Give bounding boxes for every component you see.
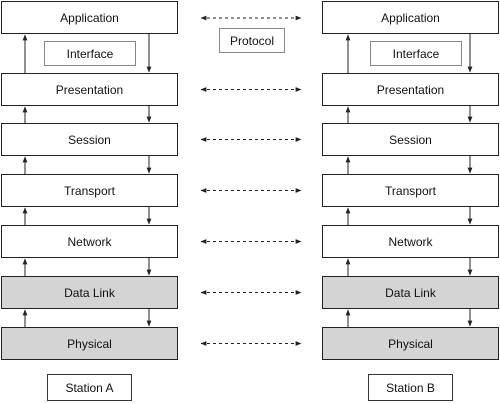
layer-label: Session	[389, 132, 432, 147]
layer-label: Application	[60, 10, 119, 25]
layer-label: Presentation	[376, 82, 445, 97]
protocol-label: Protocol	[229, 33, 275, 48]
station-b-layer-data-link: Data Link	[322, 276, 499, 309]
interface-label: Interface	[392, 46, 440, 61]
station-a-layer-application: Application	[1, 1, 178, 34]
protocol-box: Protocol	[219, 28, 285, 53]
station-b-layer-session: Session	[322, 123, 499, 156]
station-a-interface-box: Interface	[44, 41, 136, 66]
station-a-layer-network: Network	[1, 225, 178, 258]
layer-label: Data Link	[385, 285, 436, 300]
station-a-layer-data-link: Data Link	[1, 276, 178, 309]
station-b-layer-physical: Physical	[322, 327, 499, 360]
layer-label: Network	[67, 234, 112, 249]
station-b-layer-transport: Transport	[322, 174, 499, 207]
layer-label: Data Link	[64, 285, 115, 300]
layer-label: Physical	[388, 336, 433, 351]
station-a-layer-transport: Transport	[1, 174, 178, 207]
station-b-layer-application: Application	[322, 1, 499, 34]
station-label: Station A	[65, 380, 114, 395]
station-a-box: Station A	[47, 374, 132, 401]
interface-label: Interface	[66, 46, 114, 61]
station-a-layer-session: Session	[1, 123, 178, 156]
station-b-layer-presentation: Presentation	[322, 73, 499, 106]
layer-label: Presentation	[55, 82, 124, 97]
layer-label: Network	[388, 234, 433, 249]
station-a-layer-physical: Physical	[1, 327, 178, 360]
layer-label: Application	[381, 10, 440, 25]
station-b-box: Station B	[368, 374, 453, 401]
station-a-layer-presentation: Presentation	[1, 73, 178, 106]
layer-label: Physical	[67, 336, 112, 351]
layer-label: Transport	[64, 183, 115, 198]
layer-label: Session	[68, 132, 111, 147]
layer-label: Transport	[385, 183, 436, 198]
station-b-layer-network: Network	[322, 225, 499, 258]
station-label: Station B	[386, 380, 435, 395]
station-b-interface-box: Interface	[370, 41, 462, 66]
